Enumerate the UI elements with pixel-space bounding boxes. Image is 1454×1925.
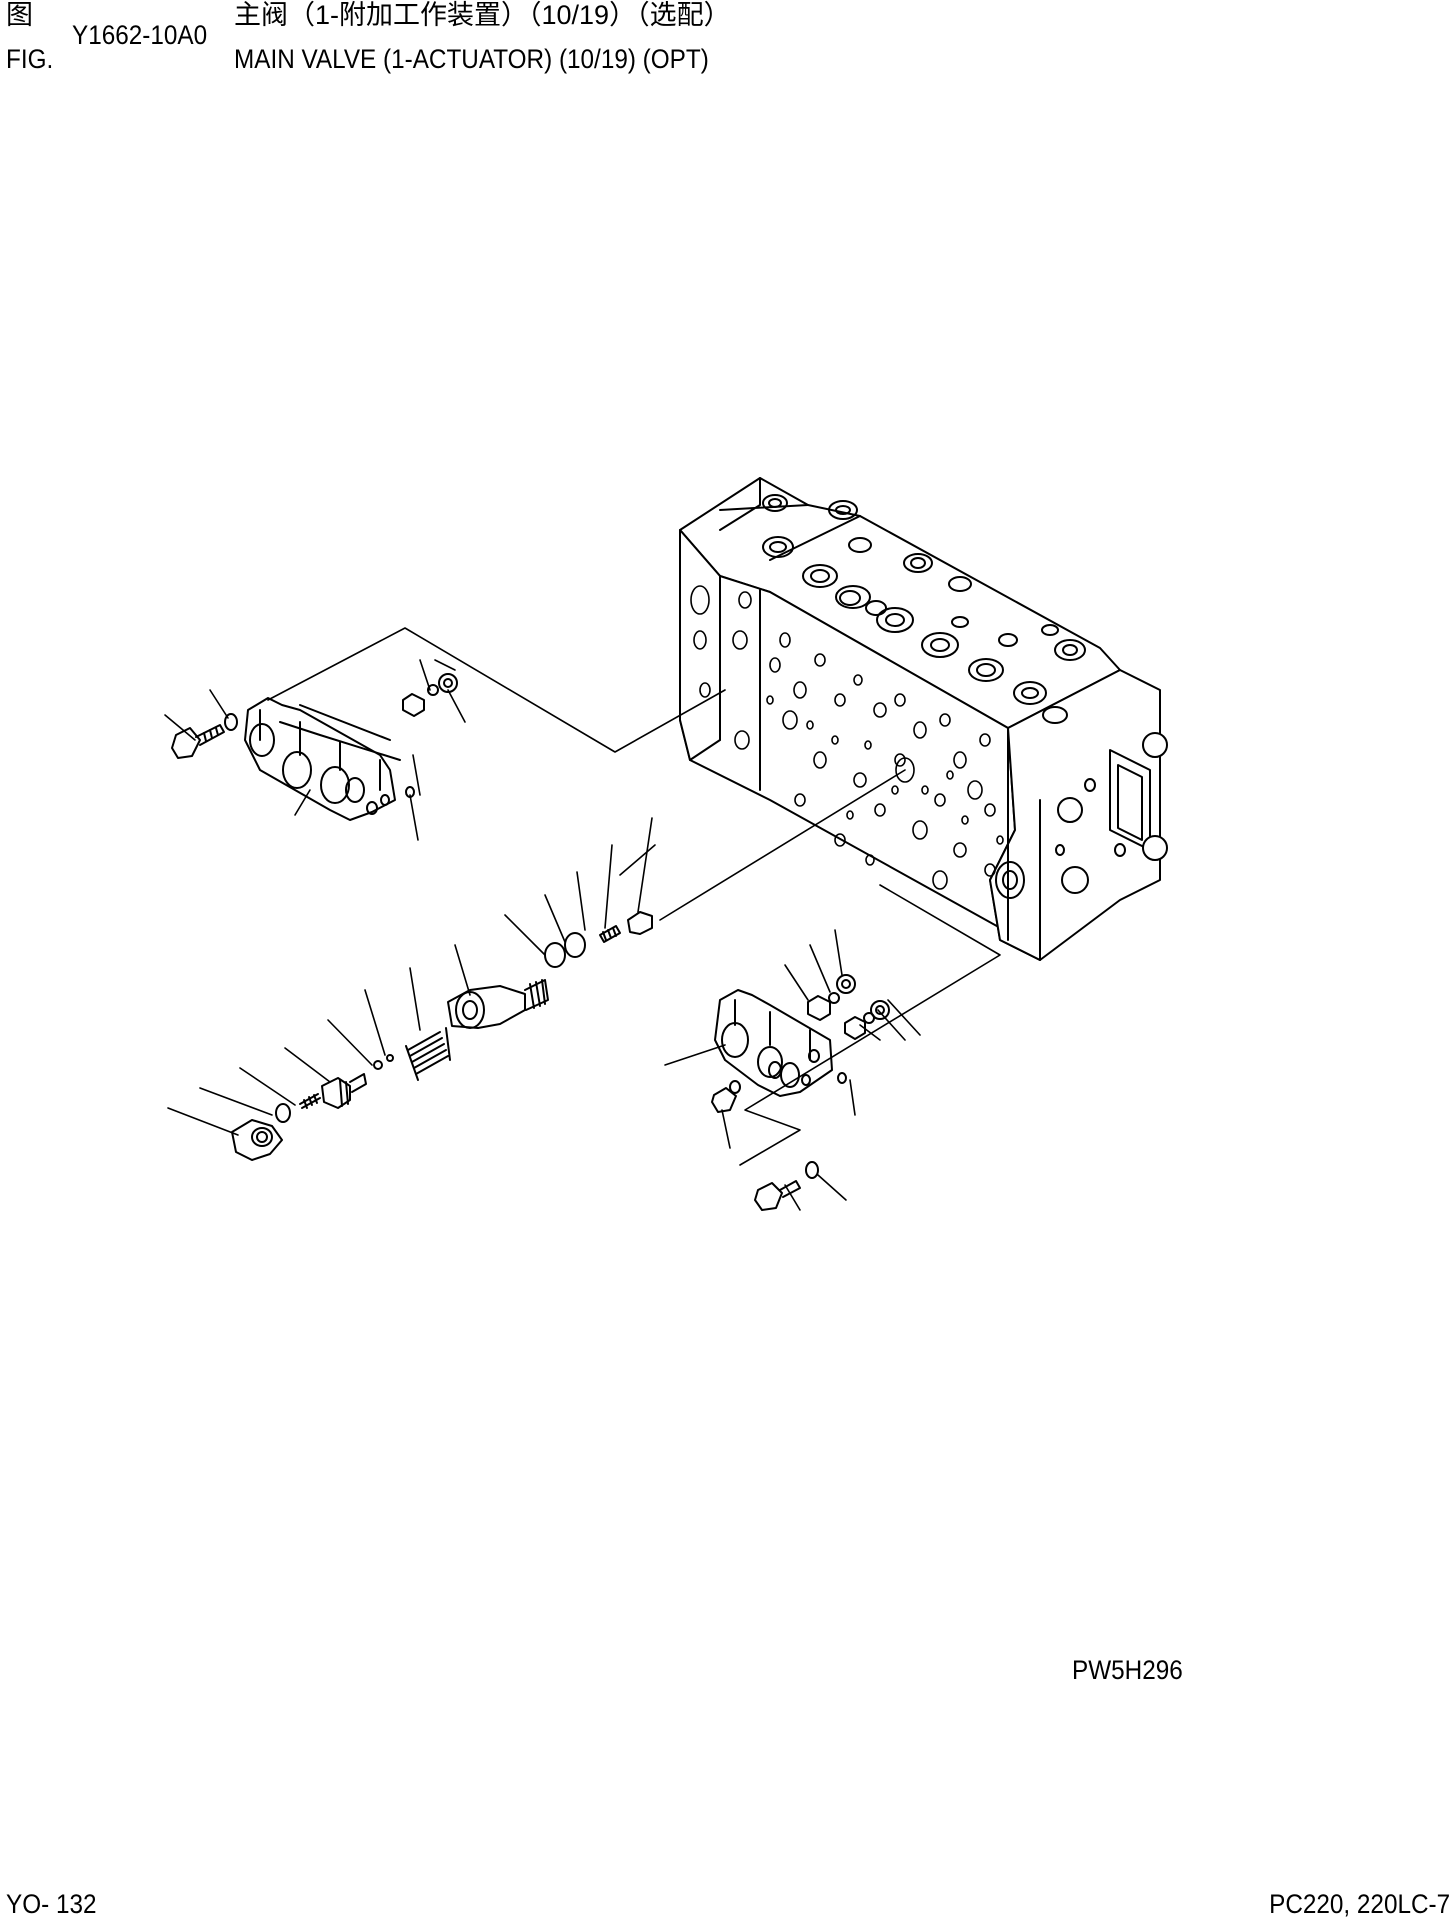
assembly-guide-lines [268, 628, 1000, 1165]
valve-ports [763, 495, 1085, 723]
lower-right-cover-assembly [712, 975, 889, 1210]
upper-left-cover-assembly [172, 674, 457, 820]
cover-plug [403, 694, 424, 716]
main-valve-block [680, 478, 1167, 960]
page-number: YO- 132 [6, 1889, 97, 1919]
model-name: PC220, 220LC-7 [1268, 1889, 1450, 1919]
page-title-en: MAIN VALVE (1-ACTUATOR) (10/19) (OPT) [234, 44, 709, 74]
page-title-cn: 主阀（1-附加工作装置）（10/19）（选配） [234, 0, 731, 30]
valve-end-cap-details [996, 733, 1167, 898]
figure-label-cn: 图 [6, 0, 33, 30]
cover-bolt [172, 725, 224, 758]
figure-number: Y1662-10A0 [72, 20, 208, 50]
cover-cap [439, 674, 457, 692]
relief-valve-parts [232, 912, 652, 1160]
cover-o-ring [428, 685, 438, 695]
cover-plug-2 [808, 996, 830, 1020]
drawing-code: PW5H296 [1072, 1655, 1183, 1685]
figure-label-en: FIG. [6, 44, 54, 74]
cover-washer [225, 714, 237, 730]
valve-face-holes [691, 586, 1003, 889]
callout-leaders [165, 660, 920, 1210]
